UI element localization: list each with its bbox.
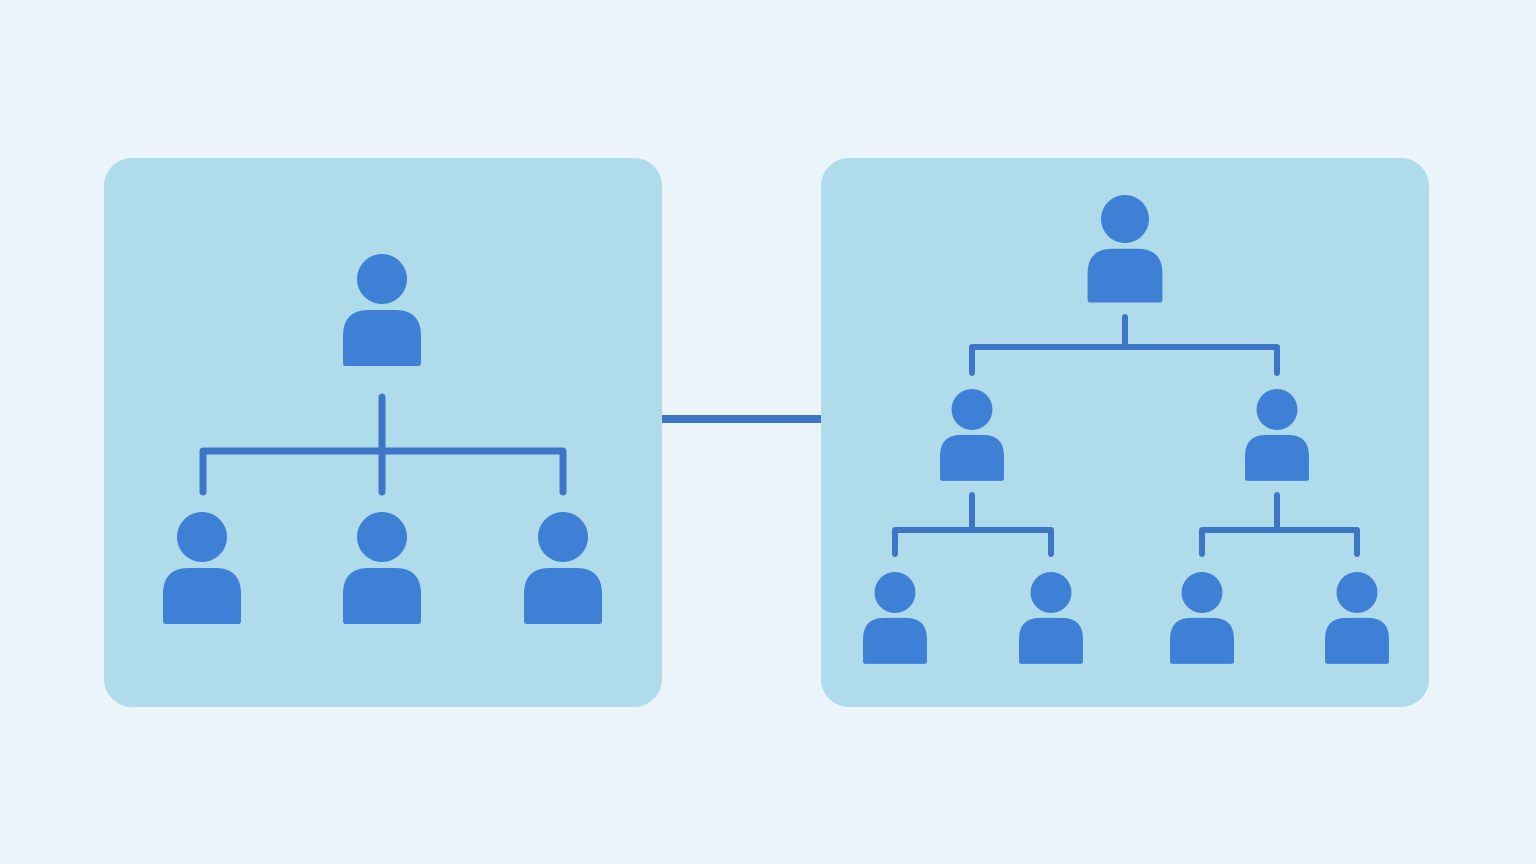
flat-org-panel — [104, 158, 662, 707]
person-head — [357, 512, 407, 562]
person-body — [343, 568, 421, 624]
person-body — [1170, 617, 1234, 664]
hierarchical-org-connector-lines — [892, 314, 1360, 557]
person-body — [1245, 434, 1309, 481]
executive-branch-line — [969, 344, 1280, 376]
person-head — [1336, 572, 1378, 613]
person-body — [1087, 248, 1163, 303]
person-head — [177, 512, 227, 562]
team-member-person-icon — [1019, 572, 1083, 664]
manager-person-icon — [1245, 389, 1309, 481]
hierarchical-org-people — [863, 195, 1389, 664]
person-head — [1181, 572, 1223, 613]
person-head — [1030, 572, 1072, 613]
person-body — [1325, 617, 1389, 664]
person-head — [1256, 389, 1298, 430]
team-member-person-icon — [1325, 572, 1389, 664]
person-body — [1019, 617, 1083, 664]
flat-org-people — [163, 254, 602, 624]
manager-person-icon — [940, 389, 1004, 481]
person-head — [951, 389, 993, 430]
person-body — [343, 310, 421, 366]
person-body — [940, 434, 1004, 481]
manager-branch-line — [892, 527, 1054, 557]
team-member-person-icon — [1170, 572, 1234, 664]
hierarchical-org-panel-background — [821, 158, 1429, 707]
person-body — [863, 617, 927, 664]
manager-person-icon — [343, 254, 421, 366]
team-member-person-icon — [163, 512, 241, 624]
team-member-person-icon — [863, 572, 927, 664]
person-body — [524, 568, 602, 624]
team-member-person-icon — [343, 512, 421, 624]
person-head — [1101, 195, 1149, 243]
flat-org-connector-lines — [199, 393, 567, 496]
person-body — [163, 568, 241, 624]
person-head — [874, 572, 916, 613]
person-head — [538, 512, 588, 562]
team-branch-line — [199, 447, 567, 496]
hierarchical-org-panel — [821, 158, 1429, 707]
executive-person-icon — [1087, 195, 1163, 303]
manager-branch-line — [1199, 527, 1360, 557]
person-head — [357, 254, 407, 304]
team-member-person-icon — [524, 512, 602, 624]
